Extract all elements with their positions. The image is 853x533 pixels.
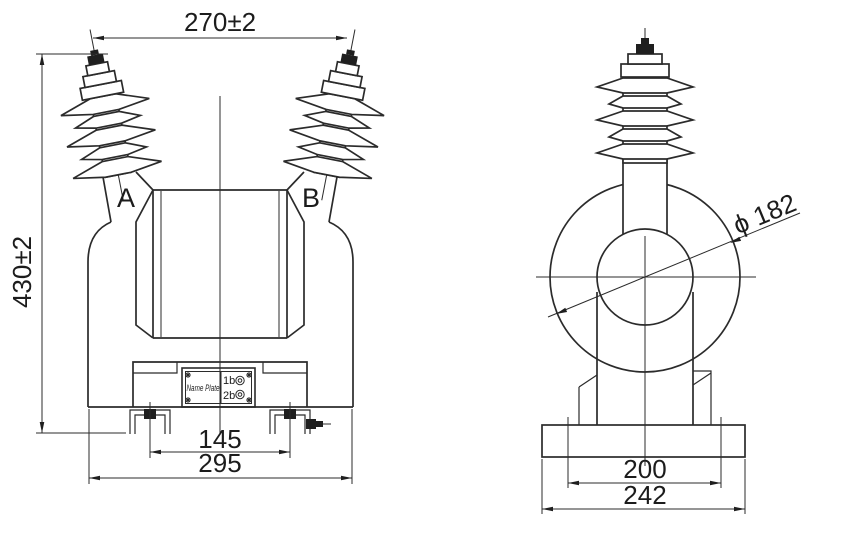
arrowhead-icon (734, 506, 745, 512)
phase-b-label: B (302, 183, 320, 213)
bushing-cap-step-1 (627, 53, 663, 65)
arrowhead-icon (279, 449, 290, 455)
arrowhead-icon (710, 480, 721, 486)
arrowhead-icon (93, 35, 104, 41)
name-plate-title: Name Plate (187, 383, 220, 393)
arrowhead-icon (341, 475, 352, 481)
screw-icon (185, 372, 191, 378)
bushing-shed-large-2 (593, 110, 697, 127)
arrowhead-icon (150, 449, 161, 455)
dim-base-inner: 200 (567, 417, 722, 488)
bushing-b-seat (286, 171, 338, 223)
dim-text: 270±2 (184, 7, 256, 37)
terminal-box-steps (133, 362, 307, 374)
dim-line (88, 409, 353, 484)
terminal-bolt-head (641, 38, 649, 44)
terminal-1b-stud-icon (235, 375, 245, 386)
trunk-mask (623, 160, 667, 236)
terminal-2b-label: 2b (223, 390, 235, 402)
terminal-2b-stud-icon (235, 389, 245, 400)
arrowhead-icon (39, 54, 45, 65)
dim-line (36, 53, 126, 434)
body-side-right (328, 221, 354, 407)
dim-line (567, 417, 722, 488)
name-plate-inner-frame (185, 371, 252, 404)
terminal-1b-stud-center (237, 378, 243, 383)
terminal-2b-stud-center (237, 392, 243, 397)
arrowhead-icon (556, 307, 568, 314)
screw-icon (246, 372, 252, 378)
bushing-shed-small-2 (606, 128, 684, 142)
arrowhead-icon (542, 506, 553, 512)
bushing-side (593, 38, 697, 164)
screw-icon (185, 397, 191, 403)
screw-icon (246, 397, 252, 403)
core-window-outer-right (286, 189, 305, 339)
dim-base-outer: 242 (541, 459, 746, 514)
bushing-trunk-sides (622, 159, 668, 234)
body-side-left (87, 221, 112, 407)
dim-terminal-spacing: 270±2 (93, 7, 347, 41)
ring-body-inner-circle (596, 228, 694, 326)
side-view: ϕ 182 200 242 (536, 28, 800, 514)
bushing-shed-large-3 (593, 143, 697, 160)
mounting-hole-centerlines (149, 402, 291, 458)
ground-bolt (306, 419, 331, 429)
terminal-1b-label: 1b (223, 375, 235, 387)
core-window (152, 189, 288, 339)
core-window-outer-left (135, 189, 154, 339)
dim-height: 430±2 (7, 53, 126, 434)
dim-text: 242 (623, 480, 666, 510)
name-plate-frame (181, 367, 256, 408)
bushing-shed-small-1 (606, 95, 684, 109)
dim-line (547, 212, 801, 318)
arrowhead-icon (730, 236, 742, 243)
arrowhead-icon (39, 422, 45, 433)
arrowhead-icon (89, 475, 100, 481)
dim-text: 200 (623, 454, 666, 484)
name-plate: Name Plate 1b 2b (181, 367, 256, 408)
name-plate-screws (185, 372, 252, 403)
terminal-bolt (636, 44, 654, 54)
support-bracket-right (692, 370, 712, 425)
terminal-box (132, 361, 308, 407)
dim-text: 430±2 (7, 236, 37, 308)
bushing-cap-step-2 (620, 63, 670, 78)
dim-diameter: ϕ 182 (547, 187, 801, 318)
dim-line (541, 459, 746, 514)
front-view: Name Plate 1b 2b A B (7, 7, 400, 484)
ground-bolt-head (316, 421, 323, 427)
side-base-plate (541, 424, 746, 458)
arrowhead-icon (336, 35, 347, 41)
dim-text: 295 (198, 448, 241, 478)
bushing-shed-large-1 (593, 77, 697, 94)
dim-text: 145 (198, 424, 241, 454)
dim-text: ϕ 182 (729, 187, 801, 240)
winding-lines (160, 191, 280, 337)
ground-bolt-body (306, 419, 316, 429)
bushing-a-seat (102, 171, 154, 223)
dim-base-width: 295 (88, 409, 353, 484)
bushing-a (45, 20, 169, 210)
phase-a-label: A (117, 183, 135, 213)
dim-mounting-holes: 145 (150, 424, 290, 455)
support-bracket-left (578, 374, 598, 425)
arrowhead-icon (568, 480, 579, 486)
lower-column-sides (596, 292, 694, 425)
